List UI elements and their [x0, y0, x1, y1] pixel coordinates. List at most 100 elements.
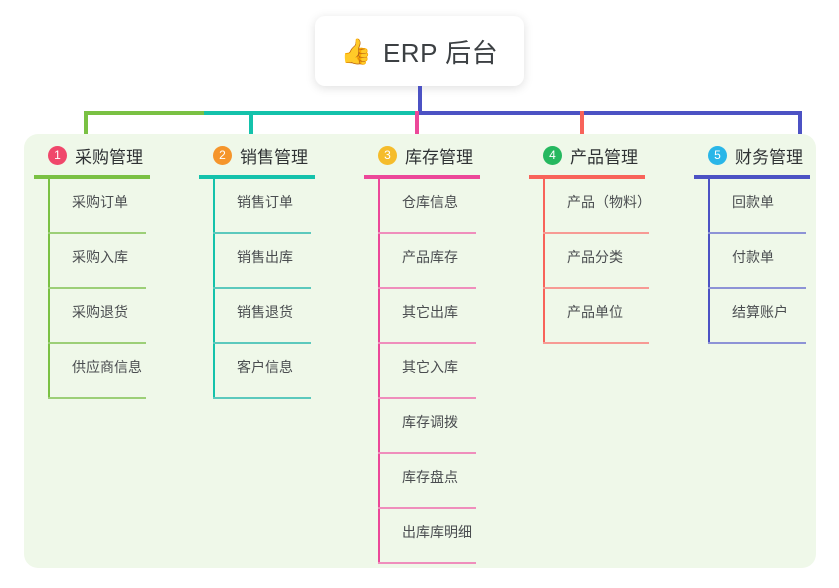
branch-item[interactable]: 产品库存	[378, 234, 476, 289]
item-underline	[378, 507, 476, 509]
item-underline	[378, 342, 476, 344]
stub-purchase	[84, 111, 88, 145]
branch-column-sales: 2 销售管理销售订单销售出库销售退货客户信息	[199, 142, 315, 399]
root-node-content: 👍 ERP 后台	[341, 33, 498, 70]
item-underline	[708, 287, 806, 289]
branch-item[interactable]: 产品单位	[543, 289, 649, 344]
item-underline	[378, 452, 476, 454]
branch-item[interactable]: 其它出库	[378, 289, 476, 344]
item-label: 付款单	[732, 249, 774, 265]
item-label: 结算账户	[732, 304, 788, 320]
branch-item[interactable]: 供应商信息	[48, 344, 146, 399]
branch-item[interactable]: 采购入库	[48, 234, 146, 289]
item-underline	[378, 562, 476, 564]
branch-number-badge: 3	[378, 145, 397, 165]
item-connector-line	[48, 234, 50, 289]
item-connector-line	[378, 509, 380, 564]
item-underline	[48, 397, 146, 399]
item-label: 产品分类	[567, 249, 623, 265]
item-underline	[213, 397, 311, 399]
branch-underline	[694, 175, 810, 179]
branch-item[interactable]: 销售退货	[213, 289, 311, 344]
branch-title: 销售管理	[240, 147, 308, 167]
branch-item[interactable]: 产品分类	[543, 234, 649, 289]
item-underline	[48, 287, 146, 289]
branch-item[interactable]: 销售订单	[213, 179, 311, 234]
item-underline	[213, 342, 311, 344]
branch-underline	[199, 175, 315, 179]
branch-item[interactable]: 库存调拨	[378, 399, 476, 454]
branch-item-list: 采购订单采购入库采购退货供应商信息	[48, 179, 150, 399]
segment-teal	[204, 111, 418, 115]
item-underline	[48, 342, 146, 344]
root-node-erp[interactable]: 👍 ERP 后台	[315, 16, 524, 86]
item-connector-line	[48, 289, 50, 344]
item-underline	[543, 342, 649, 344]
item-connector-line	[708, 179, 710, 234]
item-underline	[213, 287, 311, 289]
branch-number-badge: 2	[213, 145, 232, 165]
branch-header-inventory[interactable]: 3 库存管理	[364, 142, 480, 168]
item-underline	[543, 287, 649, 289]
branch-number-badge: 5	[708, 145, 727, 165]
item-connector-line	[213, 344, 215, 399]
item-label: 产品单位	[567, 304, 623, 320]
stub-sales	[249, 111, 253, 145]
branch-header-sales[interactable]: 2 销售管理	[199, 142, 315, 168]
item-connector-line	[213, 289, 215, 344]
item-label: 客户信息	[237, 359, 293, 375]
item-label: 供应商信息	[72, 359, 142, 375]
branches-panel	[24, 134, 816, 568]
item-connector-line	[378, 234, 380, 289]
branch-item[interactable]: 其它入库	[378, 344, 476, 399]
item-label: 销售出库	[237, 249, 293, 265]
item-underline	[378, 287, 476, 289]
branch-item[interactable]: 销售出库	[213, 234, 311, 289]
branch-number-badge: 4	[543, 145, 562, 165]
branch-title: 财务管理	[735, 147, 803, 167]
branch-item[interactable]: 出库库明细	[378, 509, 476, 564]
item-label: 销售订单	[237, 194, 293, 210]
item-label: 其它出库	[402, 304, 458, 320]
item-label: 出库库明细	[402, 524, 472, 540]
branch-item[interactable]: 采购订单	[48, 179, 146, 234]
item-underline	[48, 232, 146, 234]
segment-indigo	[418, 111, 802, 115]
branch-item[interactable]: 付款单	[708, 234, 806, 289]
item-connector-line	[378, 344, 380, 399]
stub-product	[580, 111, 584, 145]
stub-inventory	[415, 111, 419, 145]
item-underline	[213, 232, 311, 234]
item-underline	[708, 342, 806, 344]
branch-item[interactable]: 产品（物料）	[543, 179, 651, 234]
item-connector-line	[543, 234, 545, 289]
item-label: 采购退货	[72, 304, 128, 320]
segment-green	[84, 111, 204, 115]
branch-column-inventory: 3 库存管理仓库信息产品库存其它出库其它入库库存调拨库存盘点出库库明细	[364, 142, 480, 564]
branch-item-list: 仓库信息产品库存其它出库其它入库库存调拨库存盘点出库库明细	[378, 179, 480, 564]
branch-item[interactable]: 回款单	[708, 179, 806, 234]
item-underline	[708, 232, 806, 234]
item-label: 仓库信息	[402, 194, 458, 210]
stub-finance	[798, 111, 802, 145]
branch-item[interactable]: 仓库信息	[378, 179, 476, 234]
item-connector-line	[543, 179, 545, 234]
item-connector-line	[213, 234, 215, 289]
item-connector-line	[378, 289, 380, 344]
branch-header-finance[interactable]: 5 财务管理	[694, 142, 810, 168]
item-connector-line	[378, 179, 380, 234]
item-label: 库存调拨	[402, 414, 458, 430]
branch-title: 产品管理	[570, 147, 638, 167]
item-label: 采购订单	[72, 194, 128, 210]
branch-title: 库存管理	[405, 147, 473, 167]
item-label: 采购入库	[72, 249, 128, 265]
branch-item[interactable]: 客户信息	[213, 344, 311, 399]
branch-item[interactable]: 结算账户	[708, 289, 806, 344]
item-connector-line	[378, 399, 380, 454]
branch-header-product[interactable]: 4 产品管理	[529, 142, 649, 168]
item-connector-line	[213, 179, 215, 234]
branch-item[interactable]: 采购退货	[48, 289, 146, 344]
branch-item[interactable]: 库存盘点	[378, 454, 476, 509]
